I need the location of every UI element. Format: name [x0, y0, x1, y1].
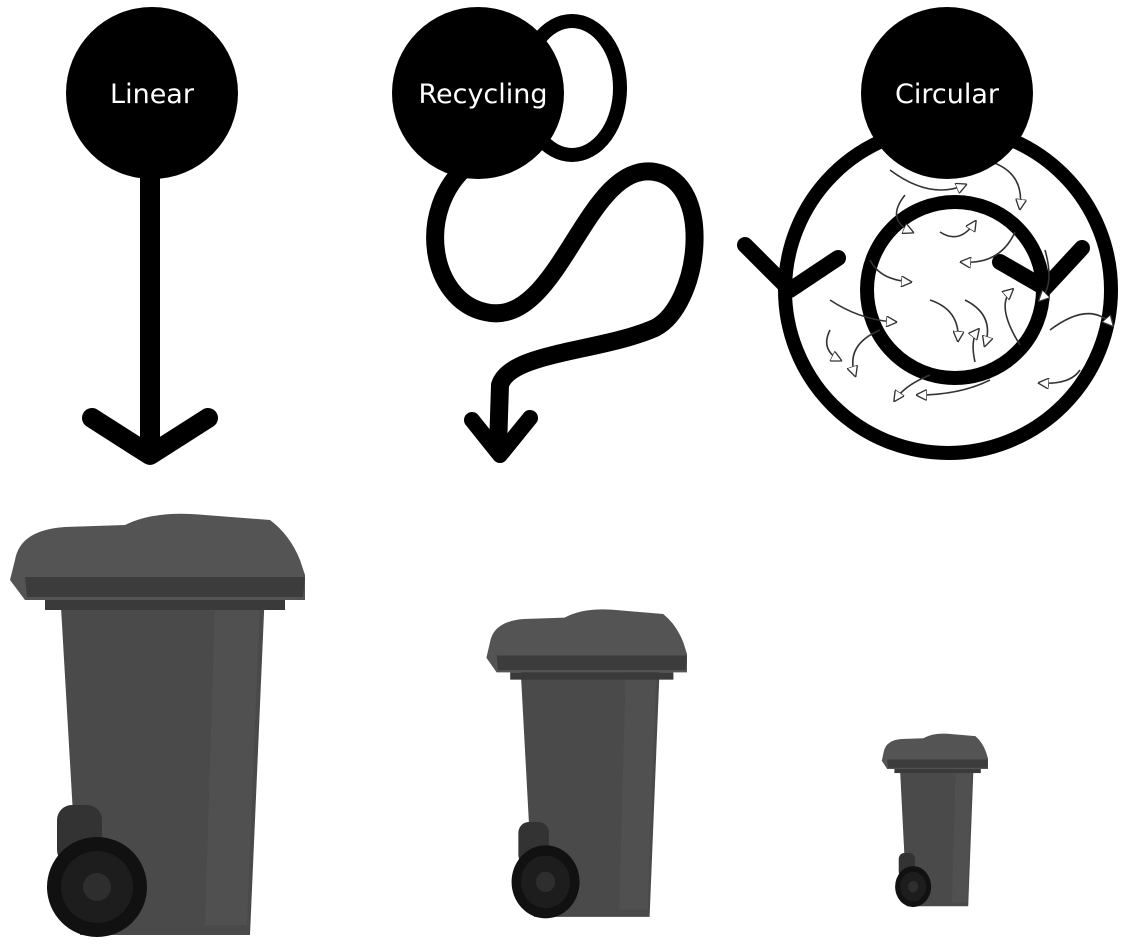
- linear-label: Linear: [110, 79, 195, 110]
- linear-arrow-shaft: [140, 165, 160, 455]
- wheelie-trash-bin-icon: [10, 514, 305, 937]
- wheelie-trash-bin-icon: [486, 609, 687, 918]
- wheelie-trash-bin-icon: [882, 734, 988, 908]
- linear-model: Linear: [66, 7, 238, 455]
- circular-model: Circular: [745, 7, 1112, 453]
- recycling-model: Recycling: [392, 7, 695, 455]
- circular-label: Circular: [895, 79, 1000, 110]
- recycling-label: Recycling: [418, 79, 547, 110]
- looping-s-curve-arrow-icon: [435, 165, 694, 448]
